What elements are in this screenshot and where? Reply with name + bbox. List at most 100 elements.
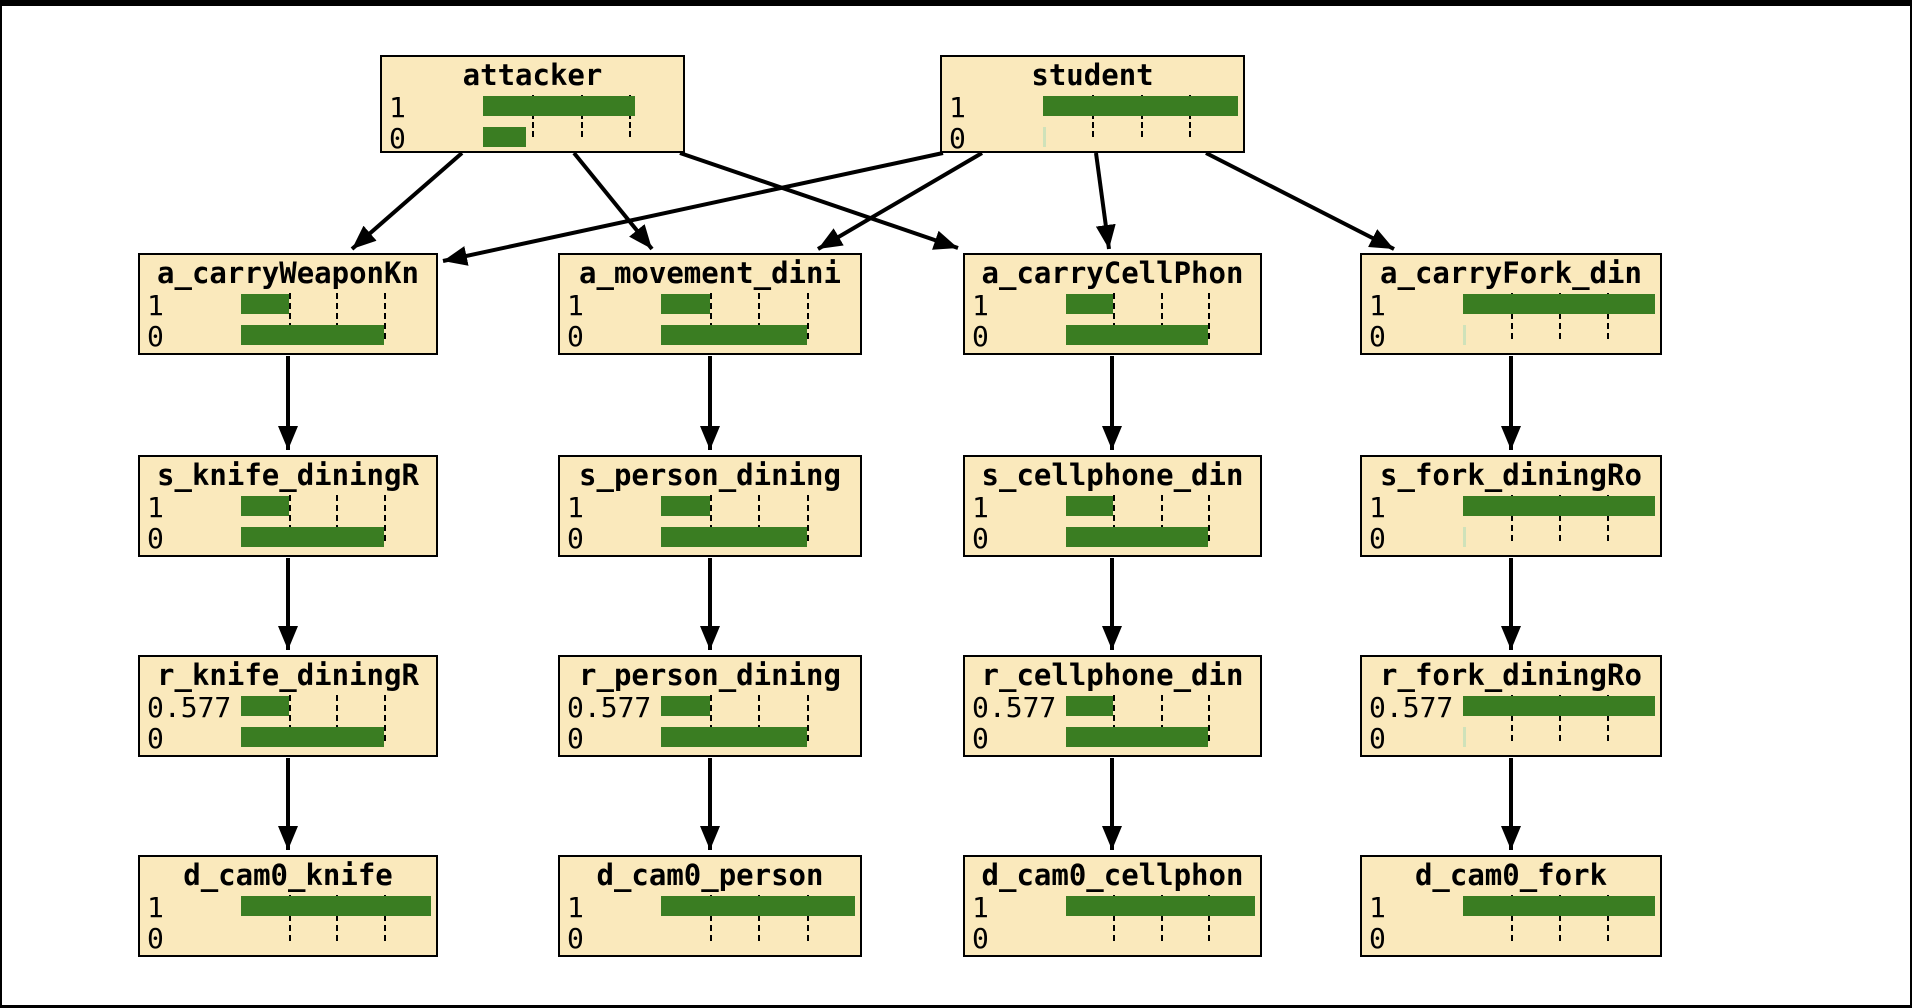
prob-label: 0: [389, 122, 406, 155]
prob-bar: [661, 294, 710, 314]
prob-bar: [1066, 696, 1114, 716]
gridline: [709, 495, 712, 541]
node-s_knife_diningR: s_knife_diningR 1 0: [138, 455, 438, 557]
node-d_cam0_cellphon: d_cam0_cellphon 1 0: [963, 855, 1262, 957]
edge-student-a_movement_dini: [816, 151, 984, 251]
node-r_fork_diningRo: r_fork_diningRo 0.577 0: [1360, 655, 1662, 757]
prob-bar: [1463, 496, 1655, 516]
prob-bar-area: [661, 291, 855, 349]
gridline: [1160, 293, 1163, 339]
node-title: a_carryFork_din: [1380, 256, 1642, 290]
prob-label: 0: [567, 320, 584, 353]
gridline: [1559, 895, 1561, 941]
prob-label: 0: [567, 922, 584, 955]
gridline: [1559, 695, 1561, 741]
prob-label: 1: [147, 891, 164, 924]
prob-bar-area: [661, 493, 855, 551]
edge-attacker-a_carryWeaponKn: [350, 151, 464, 251]
gridline: [629, 95, 632, 137]
gridline: [806, 293, 809, 339]
node-student: student 1 0: [940, 55, 1245, 153]
gridline: [288, 495, 291, 541]
node-d_cam0_fork: d_cam0_fork 1 0: [1360, 855, 1662, 957]
node-title: a_carryCellPhon: [981, 256, 1244, 290]
gridline: [709, 695, 712, 741]
prob-label: 0.577: [567, 691, 652, 724]
prob-label: 0: [567, 522, 584, 555]
prob-bar: [661, 696, 710, 716]
prob-label: 1: [949, 91, 966, 124]
gridline: [1113, 495, 1116, 541]
prob-bar: [1066, 325, 1208, 345]
prob-label: 1: [389, 91, 406, 124]
gridline: [1091, 95, 1094, 137]
prob-bar-area: [1463, 893, 1655, 951]
node-title: s_fork_diningRo: [1380, 458, 1642, 492]
gridline: [336, 695, 338, 741]
prob-label: 1: [567, 491, 584, 524]
edge-student-a_carryWeaponKn: [442, 151, 944, 266]
gridline: [806, 695, 809, 741]
edge-attacker-a_carryCellPhon: [679, 151, 959, 250]
prob-label: 0: [972, 922, 989, 955]
prob-label: 0: [567, 722, 584, 755]
gridline: [531, 95, 534, 137]
gridline: [1607, 895, 1609, 941]
prob-bar: [1463, 696, 1655, 716]
gridline: [1113, 293, 1116, 339]
prob-label: 0: [1369, 922, 1386, 955]
gridline: [336, 293, 338, 339]
gridline: [1140, 95, 1143, 137]
gridline: [758, 695, 760, 741]
node-r_knife_diningR: r_knife_diningR 0.577 0: [138, 655, 438, 757]
node-title: d_cam0_knife: [183, 858, 393, 892]
node-title: r_cellphone_din: [981, 658, 1244, 692]
prob-label: 0: [1369, 522, 1386, 555]
node-title: r_knife_diningR: [157, 658, 419, 692]
gridline: [383, 293, 386, 339]
prob-label: 0: [972, 522, 989, 555]
node-title: d_cam0_cellphon: [981, 858, 1244, 892]
prob-bar: [661, 727, 807, 747]
node-title: r_fork_diningRo: [1380, 658, 1642, 692]
node-title: a_movement_dini: [579, 256, 841, 290]
prob-bar: [1463, 325, 1466, 345]
node-a_movement_dini: a_movement_dini 1 0: [558, 253, 862, 355]
prob-label: 1: [972, 289, 989, 322]
gridline: [1607, 495, 1609, 541]
prob-label: 0: [972, 722, 989, 755]
gridline: [383, 495, 386, 541]
node-s_cellphone_din: s_cellphone_din 1 0: [963, 455, 1262, 557]
gridline: [1607, 695, 1609, 741]
node-s_fork_diningRo: s_fork_diningRo 1 0: [1360, 455, 1662, 557]
node-title: s_knife_diningR: [157, 458, 419, 492]
prob-bar-area: [661, 693, 855, 751]
node-title: attacker: [462, 58, 603, 92]
prob-bar: [1066, 896, 1255, 916]
edge-student-a_carryCellPhon: [1094, 152, 1116, 250]
gridline: [288, 895, 291, 941]
gridline: [580, 95, 583, 137]
gridline: [1559, 293, 1561, 339]
gridline: [1113, 895, 1116, 941]
prob-bar: [1066, 496, 1114, 516]
node-d_cam0_person: d_cam0_person 1 0: [558, 855, 862, 957]
prob-bar-area: [1463, 291, 1655, 349]
prob-label: 0: [972, 320, 989, 353]
prob-bar: [1463, 727, 1466, 747]
prob-bar-area: [241, 493, 431, 551]
node-title: r_person_dining: [579, 658, 841, 692]
prob-label: 1: [1369, 289, 1386, 322]
prob-label: 0: [147, 320, 164, 353]
prob-bar-area: [1066, 291, 1255, 349]
gridline: [383, 895, 386, 941]
prob-label: 0.577: [1369, 691, 1454, 724]
prob-label: 0.577: [972, 691, 1057, 724]
prob-bar-area: [241, 893, 431, 951]
gridline: [1511, 293, 1513, 339]
node-a_carryWeaponKn: a_carryWeaponKn 1 0: [138, 253, 438, 355]
gridline: [1160, 695, 1163, 741]
prob-bar: [241, 727, 384, 747]
gridline: [1511, 495, 1513, 541]
